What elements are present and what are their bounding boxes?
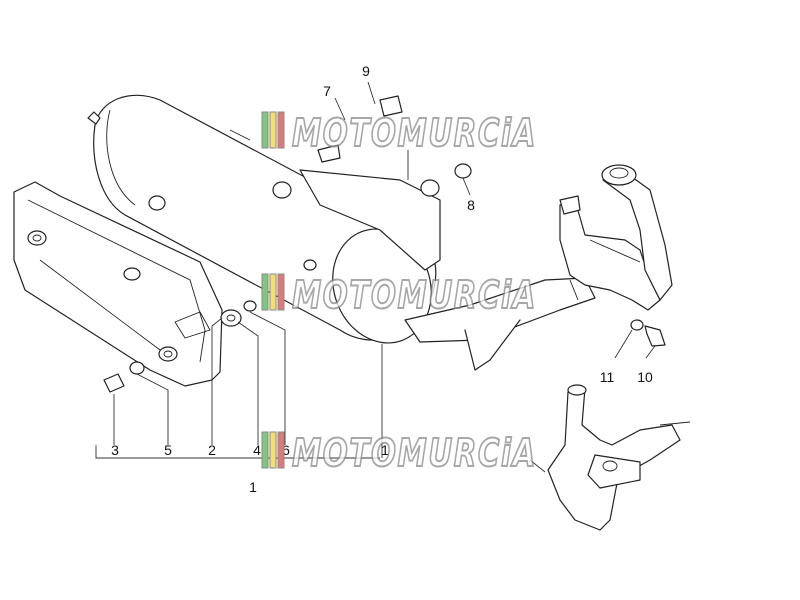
callout-9: 9	[362, 63, 370, 79]
callout-4: 4	[253, 442, 261, 458]
header-pipe	[559, 164, 673, 311]
detail-pipe	[547, 384, 691, 531]
callout-8: 8	[467, 197, 475, 213]
callout-11: 11	[600, 369, 615, 385]
hardware	[103, 95, 666, 393]
watermark-text-top: MOTOMURCiA	[292, 111, 537, 155]
exhaust-pipe	[404, 277, 596, 371]
callout-7: 7	[323, 83, 331, 99]
watermark-top: MOTOMURCiA	[261, 110, 537, 156]
callout-5: 5	[164, 442, 172, 458]
callout-1-secondary: 1	[381, 442, 389, 458]
muffler	[87, 94, 441, 344]
callout-6: 6	[282, 442, 290, 458]
callout-1: 1	[249, 479, 257, 495]
callout-3: 3	[111, 442, 119, 458]
leader-lines	[95, 81, 656, 473]
watermark-text-middle: MOTOMURCiA	[292, 273, 537, 317]
watermark-middle: MOTOMURCiA	[261, 272, 537, 318]
callout-10: 10	[637, 369, 653, 385]
callout-labels: 1 2 3 4 5 6 7 8 9 10 11 1	[111, 63, 653, 495]
watermark-bottom: MOTOMURCiA	[261, 430, 537, 476]
heat-shield	[13, 181, 223, 387]
callout-2: 2	[208, 442, 216, 458]
watermark-text-bottom: MOTOMURCiA	[292, 431, 537, 475]
